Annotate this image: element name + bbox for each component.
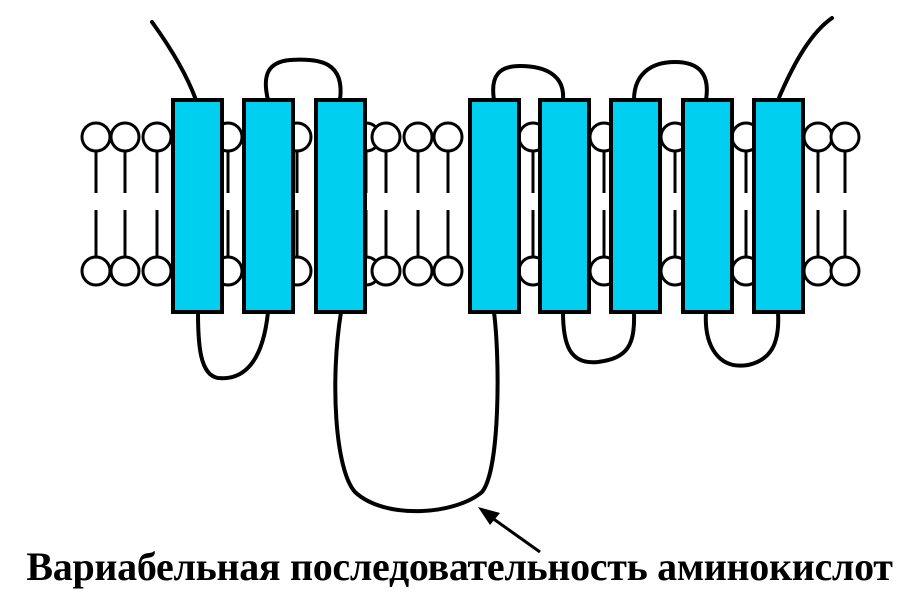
helix-2 xyxy=(244,100,293,312)
extracellular-loop-2 xyxy=(493,66,563,100)
lipid-pair-8 xyxy=(404,123,432,285)
lipid-pair-3 xyxy=(143,123,171,285)
lipid-head-icon xyxy=(831,123,859,151)
extracellular-loop-3 xyxy=(634,62,707,100)
lipid-head-icon xyxy=(111,123,139,151)
lipid-head-icon xyxy=(434,123,462,151)
lipid-pair-15 xyxy=(831,123,859,285)
lipid-pair-14 xyxy=(804,123,832,285)
helix-4 xyxy=(470,100,519,312)
transmembrane-helices xyxy=(173,100,803,312)
lipid-head-icon xyxy=(82,123,110,151)
lipid-head-icon xyxy=(143,123,171,151)
lipid-head-icon xyxy=(372,123,400,151)
lipid-pair-7 xyxy=(372,123,400,285)
helix-1 xyxy=(173,100,222,312)
extracellular-loop-1 xyxy=(266,60,341,100)
lipid-head-icon xyxy=(831,257,859,285)
lipid-head-icon xyxy=(804,123,832,151)
helix-6 xyxy=(611,100,660,312)
lipid-head-icon xyxy=(804,257,832,285)
intracellular-loop-1 xyxy=(198,312,268,378)
lipid-pair-9 xyxy=(434,123,462,285)
lipid-head-icon xyxy=(404,123,432,151)
lipid-head-icon xyxy=(143,257,171,285)
intracellular-loop-2 xyxy=(563,312,634,362)
n-terminus xyxy=(152,22,196,100)
intracellular-loop-4 xyxy=(706,312,778,366)
intracellular-loop-3 xyxy=(335,312,497,511)
helix-7 xyxy=(683,100,732,312)
diagram-caption: Вариабельная последовательность аминокис… xyxy=(0,543,919,591)
lipid-head-icon xyxy=(82,257,110,285)
lipid-head-icon xyxy=(434,257,462,285)
helix-8 xyxy=(754,100,803,312)
helix-5 xyxy=(540,100,589,312)
lipid-head-icon xyxy=(404,257,432,285)
lipid-head-icon xyxy=(372,257,400,285)
helix-3 xyxy=(316,100,365,312)
lipid-pair-2 xyxy=(111,123,139,285)
lipid-head-icon xyxy=(111,257,139,285)
c-terminus xyxy=(778,18,832,100)
lipid-pair-1 xyxy=(82,123,110,285)
